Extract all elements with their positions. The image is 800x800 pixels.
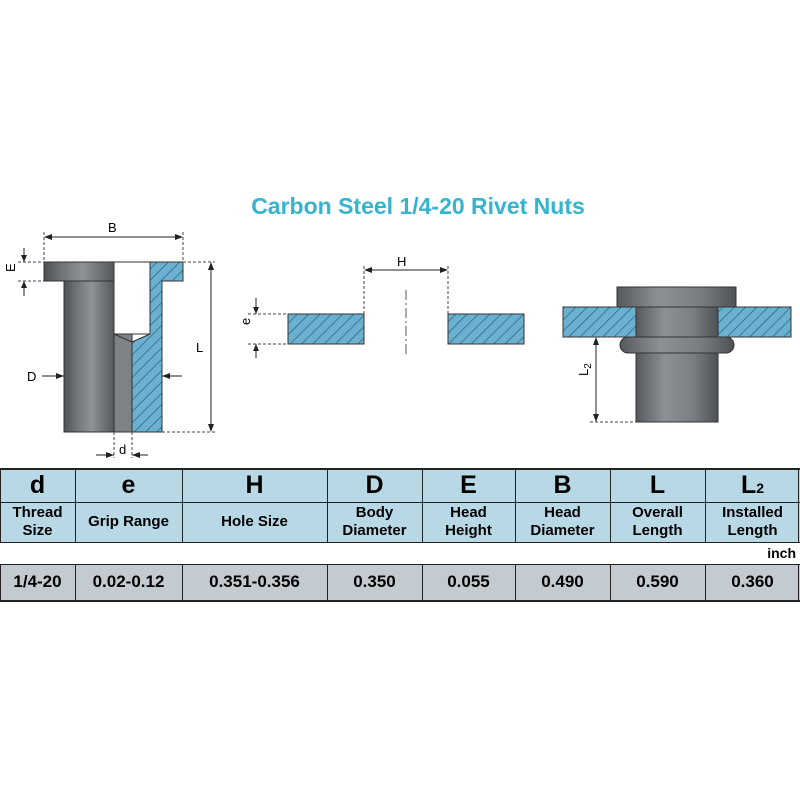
column-label: Thread Size bbox=[12, 504, 63, 539]
table-header-background bbox=[0, 468, 800, 542]
table-column-divider-header bbox=[610, 468, 611, 542]
table-divider-symbol bbox=[0, 502, 800, 503]
table-column-divider-value bbox=[798, 564, 799, 600]
column-label: Body Diameter bbox=[342, 504, 407, 539]
table-column-divider-value bbox=[422, 564, 423, 600]
table-column-divider-value bbox=[515, 564, 516, 600]
dim-label-b: B bbox=[108, 220, 117, 235]
dim-label-l: L bbox=[196, 340, 203, 355]
table-divider-value-top bbox=[0, 564, 800, 565]
table-column-divider-value bbox=[0, 564, 1, 600]
table-column-divider-header bbox=[0, 468, 1, 542]
table-column-divider-header bbox=[422, 468, 423, 542]
column-symbol-subscript: 2 bbox=[756, 480, 765, 496]
column-value: 1/4-20 bbox=[13, 572, 62, 591]
column-symbol: L bbox=[610, 468, 705, 502]
column-symbol-text: B bbox=[553, 470, 572, 499]
column-value: 0.350 bbox=[353, 572, 396, 591]
table-column-divider-header bbox=[705, 468, 706, 542]
installed-nut-diagram: L2 bbox=[562, 286, 792, 423]
table-border-bottom bbox=[0, 600, 800, 602]
column-label: Head Diameter bbox=[530, 504, 595, 539]
column-value: 0.360 bbox=[731, 572, 774, 591]
column-symbol: d bbox=[0, 468, 75, 502]
column-value: 0.351-0.356 bbox=[209, 572, 300, 591]
dim-label-installed-length: L2 bbox=[576, 363, 594, 376]
column-label: Grip Range bbox=[88, 513, 169, 530]
column-label: Head Height bbox=[445, 504, 492, 539]
table-column-divider-header bbox=[182, 468, 183, 542]
table-border-top bbox=[0, 468, 800, 470]
plate-hole-diagram: H e bbox=[238, 254, 525, 358]
table-column-divider-value bbox=[610, 564, 611, 600]
dim-label-grip: e bbox=[238, 318, 253, 325]
column-symbol-text: H bbox=[245, 470, 264, 499]
table-value-row-background bbox=[0, 564, 800, 600]
column-symbol-text: L bbox=[649, 470, 666, 499]
column-label: Installed Length bbox=[722, 504, 783, 539]
column-value: 0.490 bbox=[541, 572, 584, 591]
column-value: 0.590 bbox=[636, 572, 679, 591]
dim-label-e: E bbox=[3, 263, 18, 272]
table-column-divider-value bbox=[75, 564, 76, 600]
column-label: Overall Length bbox=[632, 504, 683, 539]
column-value: 0.02-0.12 bbox=[92, 572, 165, 591]
rivet-nut-diagrams: B E L D d bbox=[3, 220, 792, 458]
page-title: Carbon Steel 1/4-20 Rivet Nuts bbox=[251, 193, 585, 219]
column-symbol-text: e bbox=[121, 470, 136, 499]
column-symbol: e bbox=[75, 468, 182, 502]
column-symbol: B bbox=[515, 468, 610, 502]
rivet-nut-section-diagram: B E L D d bbox=[3, 220, 215, 458]
unit-label: inch bbox=[767, 545, 796, 561]
column-symbol-text: E bbox=[460, 470, 477, 499]
column-symbol-text: d bbox=[29, 470, 46, 499]
table-column-divider-header bbox=[798, 468, 799, 542]
table-column-divider-header bbox=[75, 468, 76, 542]
column-symbol-text: D bbox=[365, 470, 384, 499]
column-label: Hole Size bbox=[221, 513, 288, 530]
table-column-divider-value bbox=[327, 564, 328, 600]
table-column-divider-header bbox=[327, 468, 328, 542]
dim-label-thread: d bbox=[119, 442, 126, 457]
table-column-divider-header bbox=[515, 468, 516, 542]
column-value: 0.055 bbox=[447, 572, 490, 591]
table-divider-header bbox=[0, 542, 800, 543]
column-symbol: H bbox=[182, 468, 327, 502]
column-symbol-text: L bbox=[740, 470, 757, 499]
column-symbol: D bbox=[327, 468, 422, 502]
dim-label-h: H bbox=[397, 254, 406, 269]
dim-label-d: D bbox=[27, 369, 36, 384]
column-symbol: E bbox=[422, 468, 515, 502]
table-column-divider-value bbox=[705, 564, 706, 600]
table-column-divider-value bbox=[182, 564, 183, 600]
